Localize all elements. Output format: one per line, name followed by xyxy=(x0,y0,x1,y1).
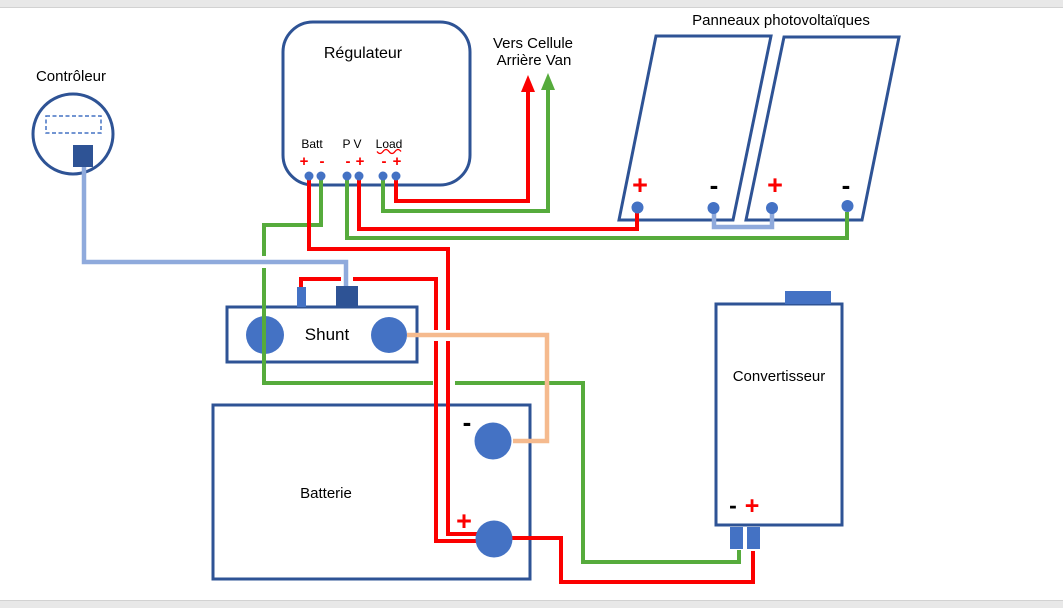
solar-panel-1 xyxy=(617,34,773,222)
wire-red-shunt-to-battery-b xyxy=(353,277,438,330)
regulator-batt-plus-sign: + xyxy=(300,153,309,170)
shunt-connector-large xyxy=(336,286,358,307)
wire-red-load-to-rear-cell xyxy=(394,90,530,203)
wire-red-pvplus-to-panel1 xyxy=(357,176,639,231)
regulator-batt-minus-terminal xyxy=(316,171,326,181)
converter-label: Convertisseur xyxy=(733,368,826,385)
regulator-load-plus-terminal xyxy=(391,171,401,181)
wire-green-shunt-to-converter xyxy=(455,381,741,564)
red-arrowhead-rear-cell xyxy=(521,75,535,92)
battery-plus-terminal xyxy=(475,520,513,558)
regulator-batt-label: Batt xyxy=(301,137,323,151)
window-chrome-top xyxy=(0,0,1063,8)
battery-plus-sign: + xyxy=(456,506,472,536)
converter-top-connector xyxy=(785,291,831,304)
panel1-minus-sign: - xyxy=(710,170,719,200)
regulator-pv-minus-terminal xyxy=(342,171,352,181)
controller-display xyxy=(45,115,102,134)
wire-green-battminus-to-shunt-b xyxy=(262,268,433,385)
panel2-plus-sign: + xyxy=(767,170,783,200)
load-spellcheck-squiggle xyxy=(376,148,402,155)
green-arrowhead-rear-cell xyxy=(541,73,555,90)
panel1-minus-terminal xyxy=(707,202,720,214)
panel2-minus-sign: - xyxy=(842,170,851,200)
regulator-load-minus-terminal xyxy=(378,171,388,181)
to-rear-cell-label-line1: Vers Cellule xyxy=(493,35,573,52)
to-rear-cell-label-line2: Arrière Van xyxy=(497,52,572,69)
converter-box xyxy=(714,302,844,527)
wire-orange-shunt-to-battery-minus xyxy=(407,332,550,444)
wire-green-load-to-rear-cell xyxy=(381,88,550,213)
wire-red-battplus-to-battery-a xyxy=(307,176,450,330)
regulator-pv-plus-sign: + xyxy=(356,153,365,170)
converter-minus-sign: - xyxy=(729,492,737,518)
regulator-batt-minus-sign: - xyxy=(320,153,325,170)
wire-red-battplus-to-battery-b xyxy=(446,341,480,536)
converter-minus-connector xyxy=(730,527,743,549)
wire-red-shunt-to-battery-c xyxy=(434,341,480,543)
regulator-pv-minus-sign: - xyxy=(346,153,351,170)
wire-green-battminus-to-shunt-a xyxy=(262,176,323,256)
regulator-pv-label: P V xyxy=(342,137,361,151)
converter-plus-connector xyxy=(747,527,760,549)
panels-title: Panneaux photovoltaïques xyxy=(692,12,870,29)
panel2-minus-terminal xyxy=(841,200,854,212)
regulator-pv-plus-terminal xyxy=(354,171,364,181)
regulator-batt-plus-terminal xyxy=(304,171,314,181)
converter-plus-sign: + xyxy=(745,492,760,520)
window-chrome-bottom xyxy=(0,600,1063,608)
regulator-label: Régulateur xyxy=(324,45,403,62)
battery-minus-sign: - xyxy=(463,407,472,437)
controller-port xyxy=(73,145,93,167)
solar-panel-2 xyxy=(744,35,901,222)
wire-red-battery-to-converter xyxy=(500,536,755,584)
regulator-load-plus-sign: + xyxy=(393,153,402,170)
wire-green-pvminus-to-panel2 xyxy=(345,176,849,240)
shunt-terminal-right xyxy=(371,317,407,353)
panel2-plus-terminal xyxy=(766,202,778,214)
battery-label: Batterie xyxy=(300,485,352,502)
wire-red-shunt-to-battery-a xyxy=(299,277,341,287)
wire-blue-controller-to-shunt xyxy=(81,167,349,286)
regulator-load-label: Load xyxy=(376,137,403,151)
wire-blue-panel-series-link xyxy=(711,211,775,230)
shunt-label: Shunt xyxy=(305,325,350,344)
shunt-connector-small xyxy=(297,287,306,307)
controller-label: Contrôleur xyxy=(36,68,106,85)
regulator-load-minus-sign: - xyxy=(382,153,387,170)
panel1-plus-terminal xyxy=(631,201,644,214)
panel1-plus-sign: + xyxy=(632,170,648,200)
battery-minus-terminal xyxy=(474,422,512,460)
regulator-box xyxy=(281,20,472,187)
